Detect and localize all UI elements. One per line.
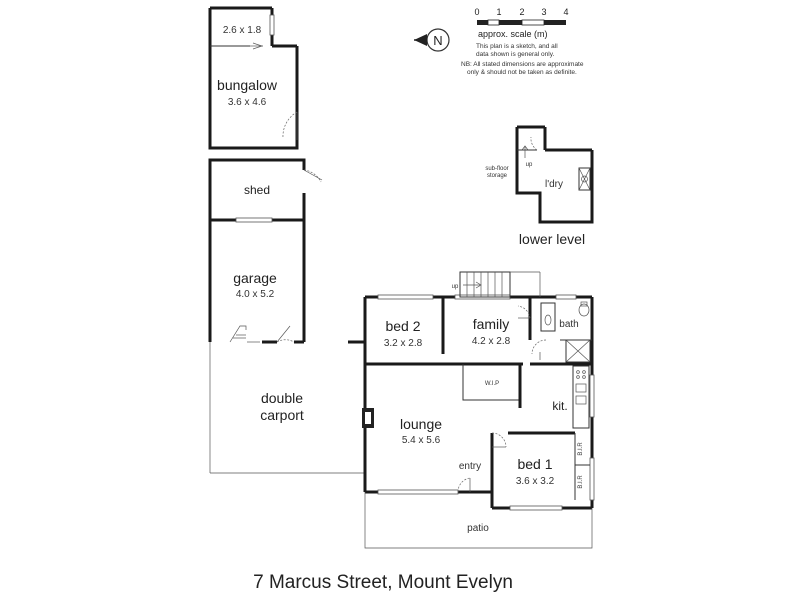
carport-area: [209, 340, 365, 474]
garage-dims: 4.0 x 5.2: [236, 289, 275, 300]
bed1-dims: 3.6 x 3.2: [516, 476, 555, 487]
bed2-dims: 3.2 x 2.8: [384, 338, 423, 349]
lower-level-label: lower level: [519, 231, 585, 247]
family-dims: 4.2 x 2.8: [472, 336, 511, 347]
scale-note-line-4: only & should not be taken as definite.: [467, 69, 577, 76]
garage-label: garage: [233, 270, 277, 286]
bungalow-label: bungalow: [217, 77, 278, 93]
scale-tick-0: 0: [474, 7, 479, 17]
bed1-label: bed 1: [517, 456, 552, 472]
scale-note-line-3: NB: All stated dimensions are approximat…: [461, 61, 584, 68]
bungalow-building: [208, 6, 299, 150]
scale-tick-3: 3: [541, 7, 546, 17]
carport-label-line-2: carport: [260, 407, 304, 423]
address-title: 7 Marcus Street, Mount Evelyn: [253, 572, 513, 593]
scale-tick-2: 2: [519, 7, 524, 17]
bungalow-sub-dims: 2.6 x 1.8: [223, 25, 262, 36]
laundry-label: l'dry: [545, 179, 563, 190]
stairs-up-label: up: [452, 284, 459, 290]
carport-label-line-1: double: [261, 390, 303, 406]
scale-tick-1: 1: [496, 7, 501, 17]
kitchen-label: kit.: [552, 399, 567, 413]
scale-note-line-1: This plan is a sketch, and all: [476, 43, 558, 50]
family-label: family: [473, 316, 510, 332]
scale-label: approx. scale (m): [478, 29, 548, 39]
bath-label: bath: [559, 319, 578, 330]
scale-bar: 0 1 2 3 4 approx. scale (m) This plan is…: [461, 7, 584, 76]
garage-building: [208, 217, 306, 344]
lower-level-plan: [515, 125, 594, 224]
stairs-icon: [459, 271, 541, 298]
compass-letter: N: [433, 33, 442, 48]
bir-top-label: B.I.R: [578, 442, 584, 456]
subfloor-label-line-1: sub-floor: [485, 166, 508, 172]
lounge-dims: 5.4 x 5.6: [402, 435, 441, 446]
north-arrow-icon: N: [414, 28, 450, 52]
subfloor-label-line-2: storage: [487, 173, 508, 179]
bungalow-dims: 3.6 x 4.6: [228, 97, 267, 108]
lower-up-label: up: [526, 162, 533, 168]
wip-label: W.I.P: [485, 381, 499, 387]
scale-note-line-2: data shown is general only.: [476, 51, 554, 58]
bir-bottom-label: B.I.R: [578, 475, 584, 489]
entry-label: entry: [459, 461, 481, 472]
scale-tick-4: 4: [563, 7, 568, 17]
lounge-label: lounge: [400, 416, 442, 432]
patio-label: patio: [467, 523, 489, 534]
shed-label: shed: [244, 183, 270, 197]
main-house: [362, 271, 595, 549]
bed2-label: bed 2: [385, 318, 420, 334]
